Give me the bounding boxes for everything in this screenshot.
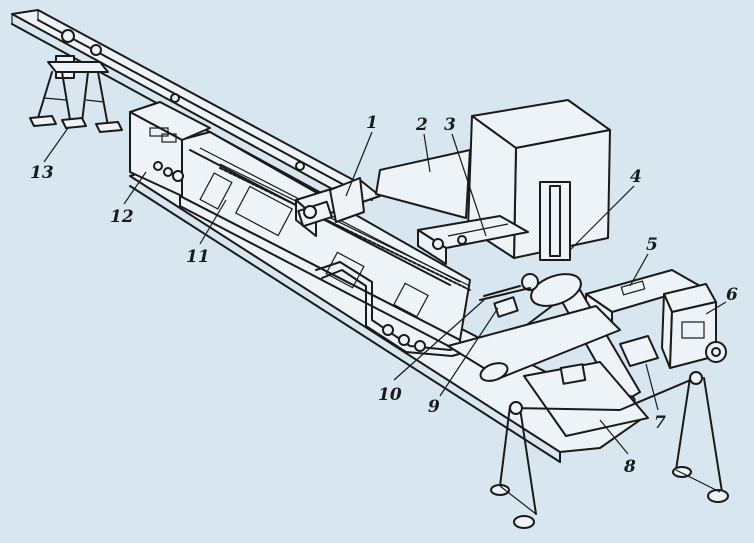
clamp-unit (417, 215, 529, 265)
callout-10: 10 (378, 385, 402, 405)
callout-labels: 1 2 3 4 5 6 7 8 9 10 11 12 13 (30, 113, 738, 477)
coolant-tank (523, 361, 649, 437)
callout-3: 3 (444, 115, 456, 135)
callout-6: 6 (726, 285, 738, 305)
callout-1: 1 (366, 113, 378, 133)
callout-11: 11 (186, 247, 210, 267)
leader-lines (43, 127, 727, 455)
callout-12: 12 (110, 207, 134, 227)
rail-support-stand (29, 55, 123, 133)
lead-screw (219, 163, 471, 291)
callout-8: 8 (623, 457, 636, 477)
callout-4: 4 (630, 167, 642, 187)
callout-5: 5 (646, 235, 658, 255)
control-cabinet (129, 101, 211, 197)
callout-2: 2 (415, 115, 428, 135)
callout-13: 13 (30, 163, 54, 183)
callout-7: 7 (654, 413, 666, 433)
front-conveyor (447, 305, 621, 382)
outfeed-unit (661, 283, 727, 369)
right-support-legs (490, 371, 729, 529)
callout-9: 9 (428, 397, 440, 417)
